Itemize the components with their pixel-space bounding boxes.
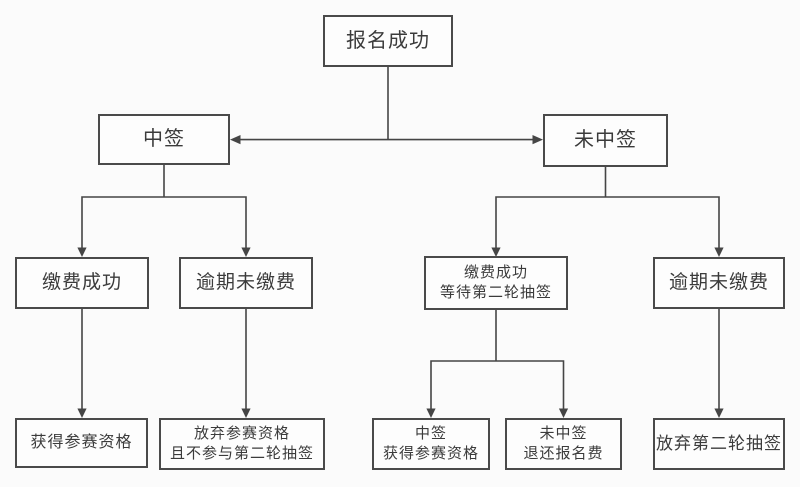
node-won-label: 中签 — [143, 128, 185, 150]
node-overdue-unpaid-left-label: 逾期未缴费 — [195, 272, 296, 294]
arrowhead-down — [714, 247, 724, 257]
node-second-draw-won: 中签 获得参赛资格 — [372, 418, 490, 470]
edge-overdue-left-to-giveup — [241, 309, 251, 418]
arrowhead-right — [532, 135, 543, 145]
edge-wait-second-draw-branch — [426, 310, 569, 418]
node-signup-success-label: 报名成功 — [346, 29, 430, 52]
node-payment-success-wait: 缴费成功 等待第二轮抽签 — [424, 256, 568, 310]
node-give-up-qualification-line1: 放弃参赛资格 — [193, 424, 290, 442]
node-second-draw-won-line1: 中签 — [414, 424, 447, 442]
edge-payment-to-qualified — [77, 309, 87, 418]
arrowhead-down — [558, 408, 569, 418]
edge-won-branch — [77, 165, 251, 257]
edge-not-won-branch — [491, 167, 724, 257]
node-qualified: 获得参赛资格 — [15, 418, 148, 468]
node-overdue-unpaid-right: 逾期未缴费 — [653, 257, 785, 309]
node-give-up-second-draw: 放弃第二轮抽签 — [653, 418, 785, 470]
arrowhead-down — [426, 408, 436, 418]
node-payment-success-wait-line2: 等待第二轮抽签 — [439, 284, 552, 301]
edge-signup-to-draw-split — [230, 67, 543, 145]
node-give-up-qualification: 放弃参赛资格 且不参与第二轮抽签 — [159, 418, 325, 470]
arrowhead-down — [241, 408, 251, 418]
edge-overdue-right-to-giveup2 — [714, 309, 724, 418]
arrowhead-down — [77, 247, 87, 257]
node-overdue-unpaid-right-label: 逾期未缴费 — [668, 272, 769, 294]
node-give-up-second-draw-label: 放弃第二轮抽签 — [656, 433, 782, 453]
node-won: 中签 — [98, 114, 230, 165]
node-payment-success-wait-line1: 缴费成功 — [463, 263, 528, 281]
arrowhead-down — [714, 408, 724, 418]
node-payment-success: 缴费成功 — [15, 257, 149, 309]
arrowhead-down — [77, 408, 87, 418]
node-qualified-label: 获得参赛资格 — [30, 434, 133, 452]
arrowhead-down — [241, 247, 251, 257]
node-second-draw-not-won-line2: 退还报名费 — [523, 445, 604, 462]
node-payment-success-label: 缴费成功 — [41, 272, 122, 294]
node-not-won: 未中签 — [543, 114, 668, 167]
arrowhead-left — [230, 135, 241, 145]
node-signup-success: 报名成功 — [323, 15, 453, 67]
node-second-draw-not-won-line1: 未中签 — [539, 424, 588, 442]
node-second-draw-won-line2: 获得参赛资格 — [382, 445, 479, 462]
node-overdue-unpaid-left: 逾期未缴费 — [179, 257, 313, 309]
node-give-up-qualification-line2: 且不参与第二轮抽签 — [169, 445, 314, 462]
node-not-won-label: 未中签 — [574, 129, 637, 151]
node-second-draw-not-won: 未中签 退还报名费 — [505, 418, 622, 470]
